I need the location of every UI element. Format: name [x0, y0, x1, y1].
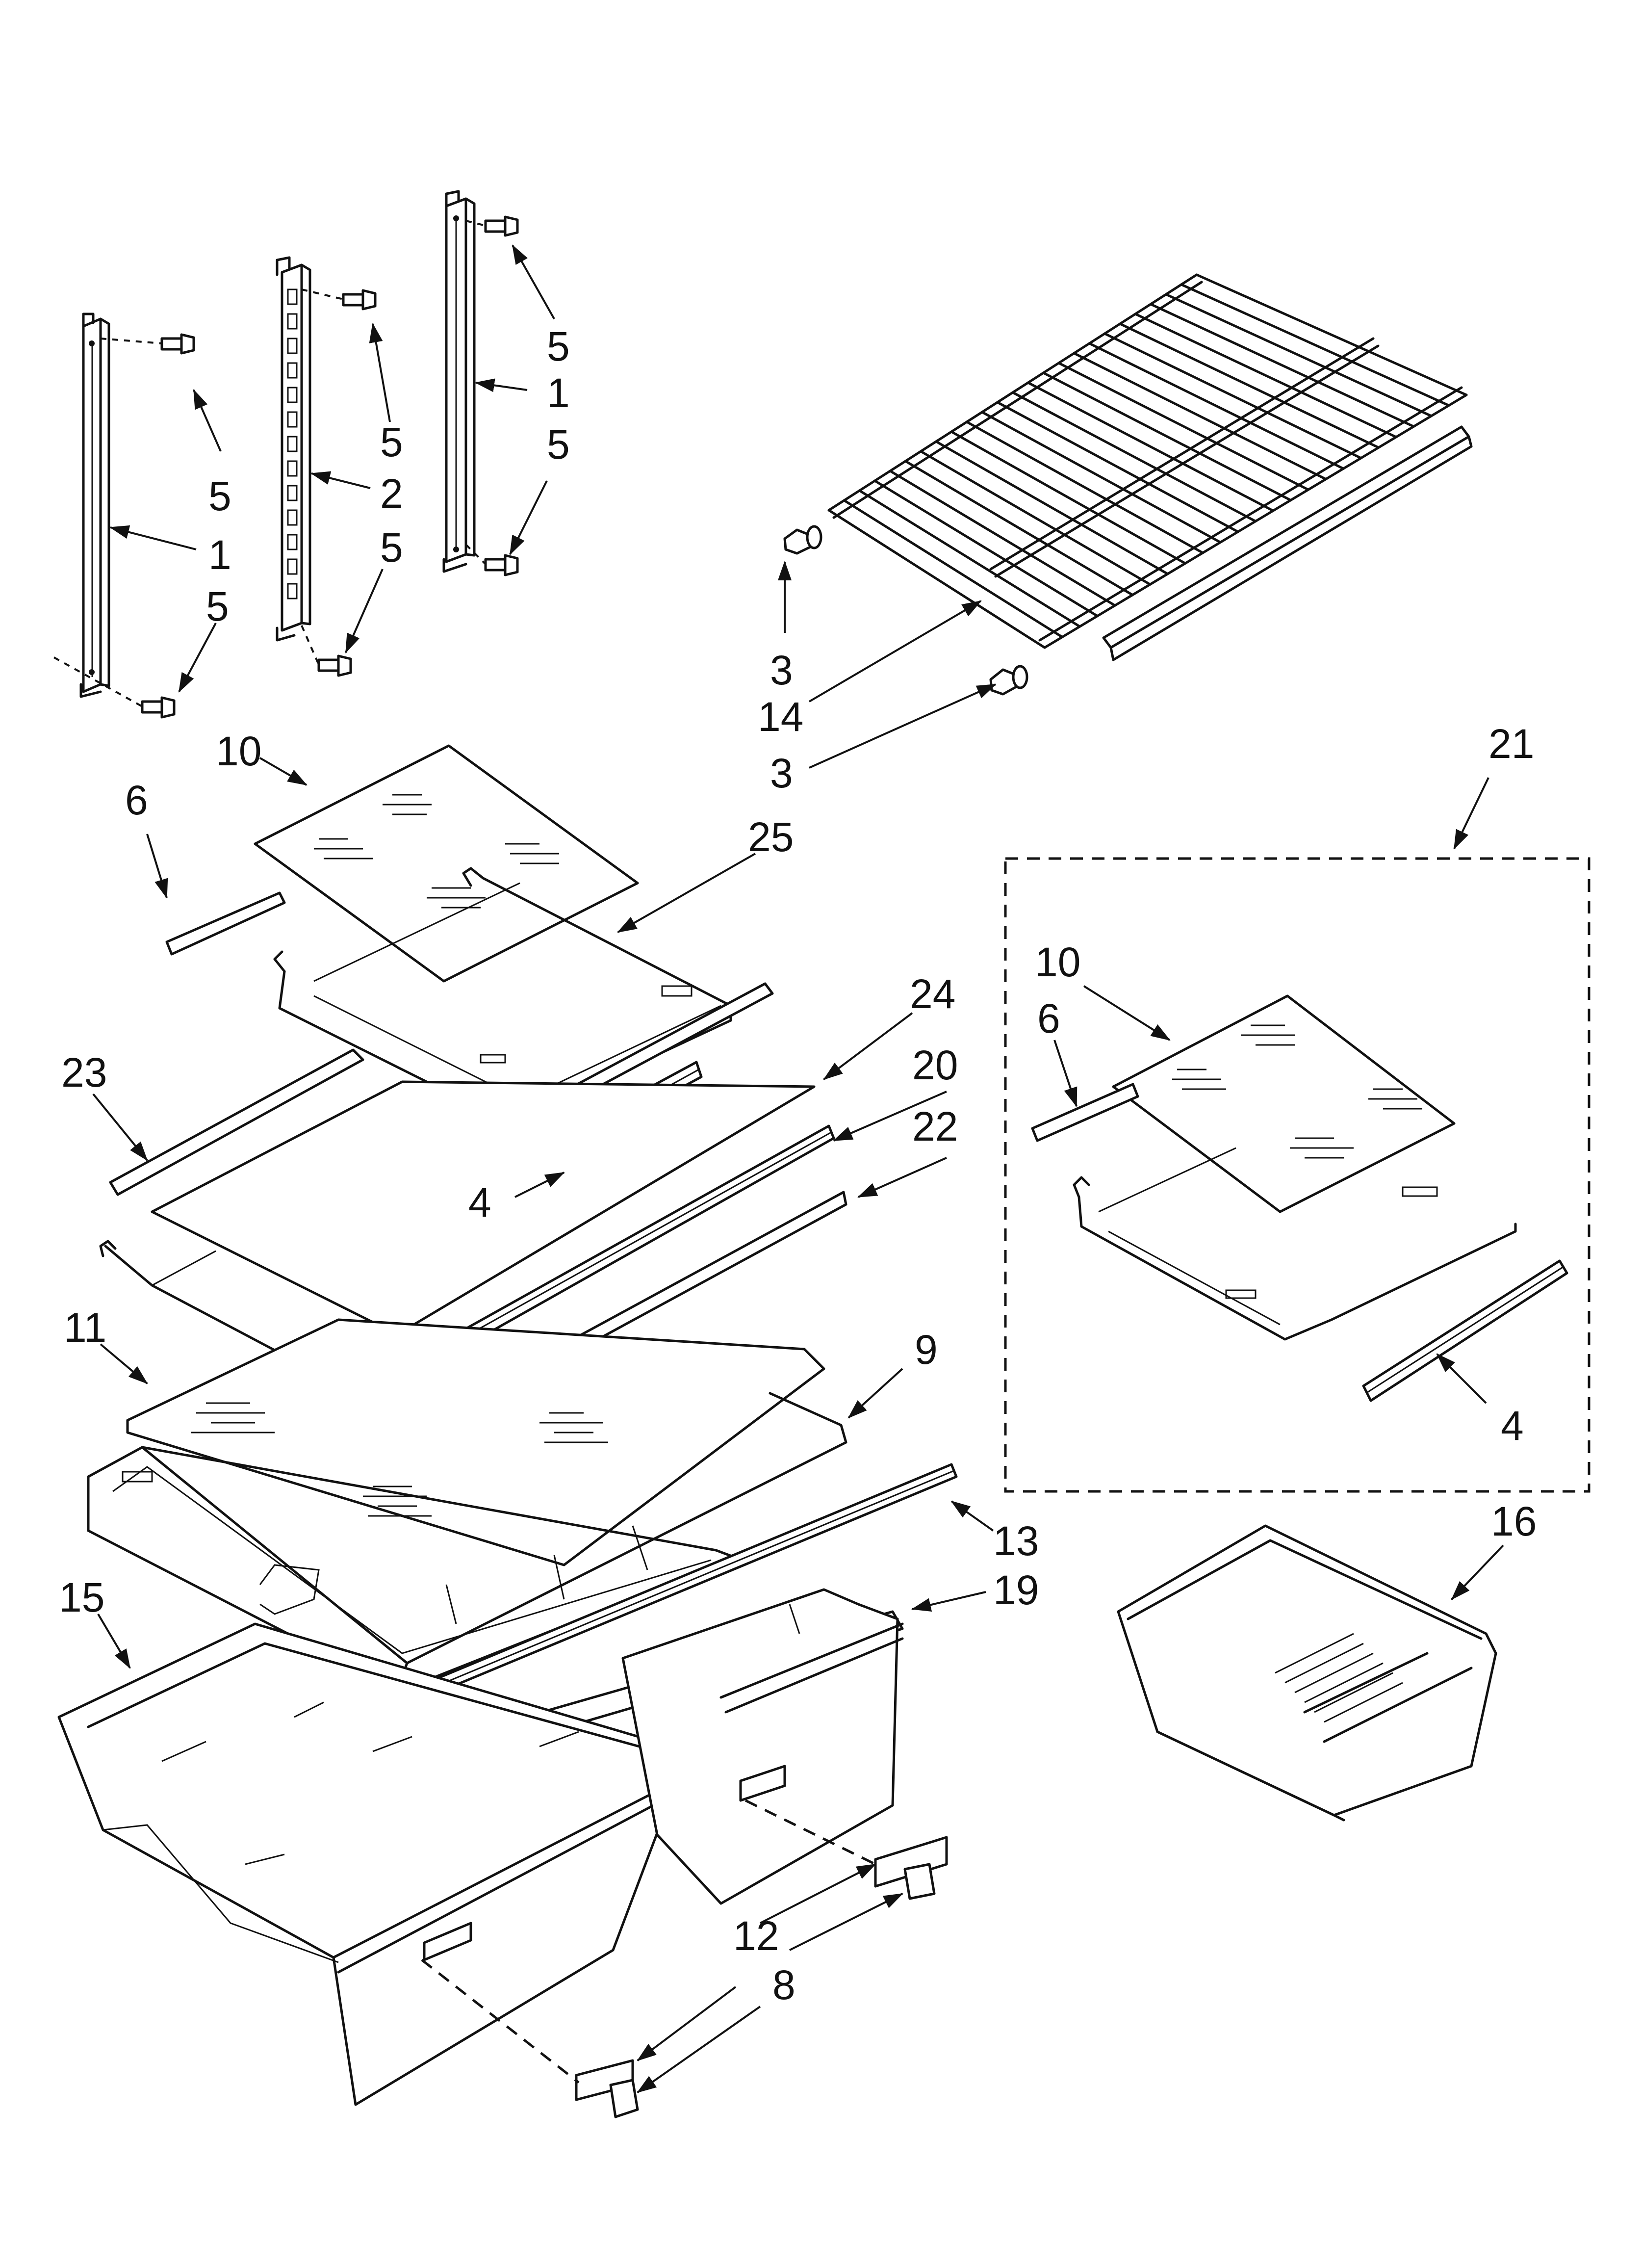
- shelf-trim-subassembly: [1031, 1083, 1139, 1142]
- wire-rod: [1195, 273, 1468, 396]
- meat-drawer-ribs: [1275, 1633, 1403, 1723]
- screw-6: [484, 554, 519, 576]
- wire-rod: [965, 420, 1204, 554]
- callout-2: 2: [380, 470, 403, 517]
- callout-4a: 4: [468, 1179, 491, 1225]
- wire-rod: [1011, 391, 1257, 522]
- glass-shelf-middle: [151, 1080, 816, 1336]
- wire-rod: [1149, 303, 1415, 428]
- shelf-trim-upper: [165, 891, 286, 956]
- wire-rod: [1057, 362, 1309, 491]
- callout-11: 11: [64, 1304, 106, 1351]
- wire-rod: [889, 469, 1116, 607]
- wire-rod: [920, 450, 1152, 586]
- meat-drawer: [1117, 1524, 1497, 1822]
- callout-5c: 5: [380, 419, 403, 465]
- callout-1b: 1: [547, 370, 570, 416]
- callout-20: 20: [912, 1042, 958, 1088]
- screw-4: [317, 654, 352, 677]
- wire-rod: [1165, 293, 1433, 417]
- wire-rod: [996, 401, 1239, 533]
- crisper-drawer-right: [621, 1588, 904, 1905]
- shelf-bracket-subassembly: [1362, 1259, 1568, 1402]
- callout-14: 14: [758, 694, 803, 740]
- callout-6b: 6: [1037, 995, 1060, 1042]
- callout-5d: 5: [380, 524, 403, 571]
- callout-5b: 5: [206, 583, 229, 629]
- callout-23: 23: [61, 1049, 107, 1095]
- glass-shelf-top: [254, 744, 639, 983]
- callout-labels: 5 1 5 5 2 5 5 1 5 3 14 3 21 10 6 25 24 2…: [59, 323, 1537, 2008]
- shelf-standard-left: [79, 313, 110, 698]
- callout-9: 9: [915, 1327, 938, 1373]
- wire-rod: [843, 499, 1064, 639]
- callout-19: 19: [993, 1567, 1039, 1613]
- wire-rod: [981, 411, 1222, 544]
- callout-10a: 10: [216, 728, 261, 774]
- wire-rod: [1088, 342, 1345, 470]
- shelf-standard-right: [442, 190, 476, 573]
- callout-6a: 6: [125, 777, 148, 823]
- shelf-standard-center: [276, 256, 311, 642]
- callout-15: 15: [59, 1574, 104, 1620]
- wire-rod: [1134, 313, 1398, 439]
- wire-shelf-rods: [827, 273, 1468, 649]
- shelf-stud-1: [783, 525, 822, 555]
- callout-8: 8: [772, 1962, 795, 2008]
- callout-10b: 10: [1035, 939, 1080, 985]
- wire-rod: [1073, 352, 1327, 481]
- callout-5f: 5: [547, 421, 570, 468]
- shelf-frame-subassembly: [1073, 1147, 1517, 1341]
- drawer-clip-left: [421, 1959, 639, 2118]
- subassembly-21-box: [1004, 857, 1591, 1493]
- wire-rod: [935, 440, 1169, 575]
- screw-2: [141, 696, 176, 719]
- glass-crisper-cover: [126, 1318, 825, 1566]
- wire-rod: [1119, 322, 1380, 449]
- callout-22: 22: [912, 1103, 958, 1149]
- wire-rod: [873, 479, 1099, 618]
- wire-rod: [1103, 332, 1362, 460]
- callout-3b: 3: [770, 750, 793, 796]
- leader-lines: [92, 244, 1504, 2093]
- glass-shelf-subassembly: [1112, 994, 1456, 1213]
- wire-rod: [1180, 283, 1450, 407]
- callout-16: 16: [1491, 1498, 1537, 1544]
- screw-group: [53, 215, 519, 719]
- wire-rod: [904, 460, 1134, 597]
- wire-rod: [858, 489, 1081, 628]
- shelf-trim-23: [109, 1048, 364, 1196]
- wire-rod: [950, 430, 1187, 565]
- callout-3a: 3: [770, 647, 793, 693]
- screw-3: [342, 289, 377, 311]
- crisper-drawer-left: [57, 1622, 678, 2106]
- callout-1a: 1: [208, 532, 231, 578]
- wire-rod: [1042, 371, 1292, 502]
- callout-5e: 5: [547, 323, 570, 369]
- callout-21: 21: [1488, 721, 1534, 767]
- wire-rod: [1026, 381, 1275, 512]
- shelf-stud-2: [989, 665, 1028, 696]
- callout-25: 25: [748, 814, 794, 860]
- wire-shelf: [827, 273, 1473, 661]
- callout-13: 13: [993, 1518, 1039, 1564]
- screw-5: [484, 215, 519, 237]
- crisper-frame: [401, 1392, 847, 1667]
- wire-rod: [827, 509, 1046, 649]
- screw-1: [160, 333, 195, 355]
- callout-4b: 4: [1501, 1403, 1524, 1449]
- callout-5a: 5: [208, 473, 231, 519]
- callout-12: 12: [733, 1913, 779, 1959]
- callout-24: 24: [910, 971, 955, 1017]
